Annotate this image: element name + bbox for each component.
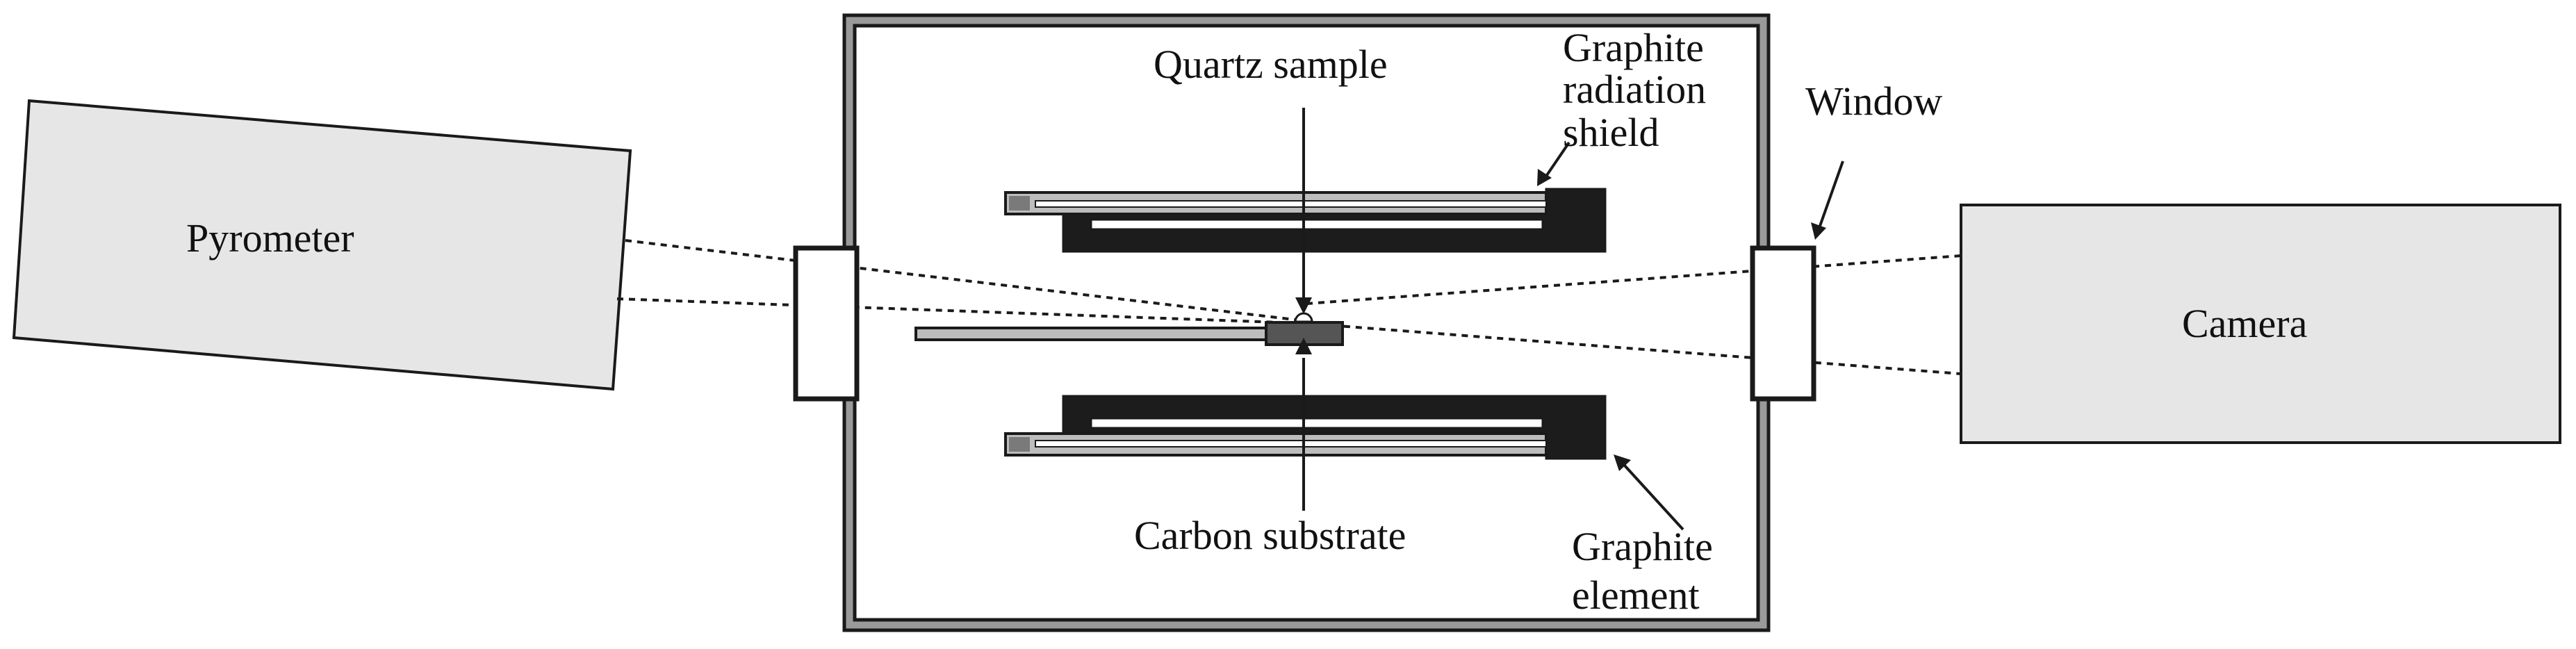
right-window — [1750, 245, 1816, 402]
carbon-substrate-arrowhead — [1295, 338, 1312, 354]
upper-graphite-assembly — [1004, 188, 1607, 253]
sight-lines — [616, 239, 1962, 375]
camera: Camera — [1960, 204, 2561, 444]
quartz-sample-label: Quartz sample — [1154, 42, 1388, 87]
lower-shield-end-cap — [1009, 437, 1030, 452]
pyrometer-lower-sight-line — [616, 297, 1300, 324]
camera-body — [1960, 204, 2561, 444]
window-pointer-line — [1818, 161, 1844, 229]
camera-upper-sight-line — [1306, 254, 1962, 305]
pyrometer: Pyrometer — [12, 99, 632, 391]
pyrometer-label: Pyrometer — [186, 215, 354, 261]
pyrometer-upper-sight-line — [625, 239, 1307, 322]
upper-shield-end-cap — [1009, 196, 1030, 211]
graphite-element-label-line2: element — [1572, 573, 1700, 618]
graphite-shield-label-line1: Graphite — [1563, 25, 1704, 70]
graphite-shield-label-line3: shield — [1563, 110, 1659, 155]
upper-element-inner-slot — [1090, 218, 1544, 231]
upper-shield-slot — [1035, 200, 1547, 208]
lower-shield-slot — [1035, 440, 1547, 447]
left-window — [793, 245, 860, 402]
annotation-arrows — [1537, 141, 1844, 531]
element-arrowhead — [1614, 454, 1631, 471]
carbon-substrate-label: Carbon substrate — [1134, 513, 1406, 558]
lower-graphite-assembly — [1004, 395, 1607, 460]
windows — [793, 245, 1816, 402]
shield-pointer-line — [1544, 141, 1570, 179]
quartz-sample-droplet — [1294, 312, 1313, 323]
shield-arrowhead — [1537, 169, 1552, 186]
holder-rod — [914, 327, 1279, 341]
quartz-sample-arrowhead — [1295, 297, 1312, 314]
annotation-labels: Quartz sample Carbon substrate Graphite … — [1134, 25, 1943, 618]
graphite-shield-label-line2: radiation — [1563, 67, 1706, 112]
furnace-chamber — [842, 13, 1771, 632]
camera-label: Camera — [2182, 301, 2307, 346]
lower-element-inner-slot — [1090, 417, 1544, 429]
camera-lower-sight-line — [1320, 323, 1962, 375]
window-label: Window — [1805, 79, 1943, 124]
window-arrowhead — [1811, 222, 1826, 240]
pointer-lines — [1295, 108, 1312, 511]
pyrometer-body — [12, 99, 632, 391]
graphite-element-label-line1: Graphite — [1572, 524, 1713, 569]
element-pointer-line — [1623, 464, 1684, 531]
